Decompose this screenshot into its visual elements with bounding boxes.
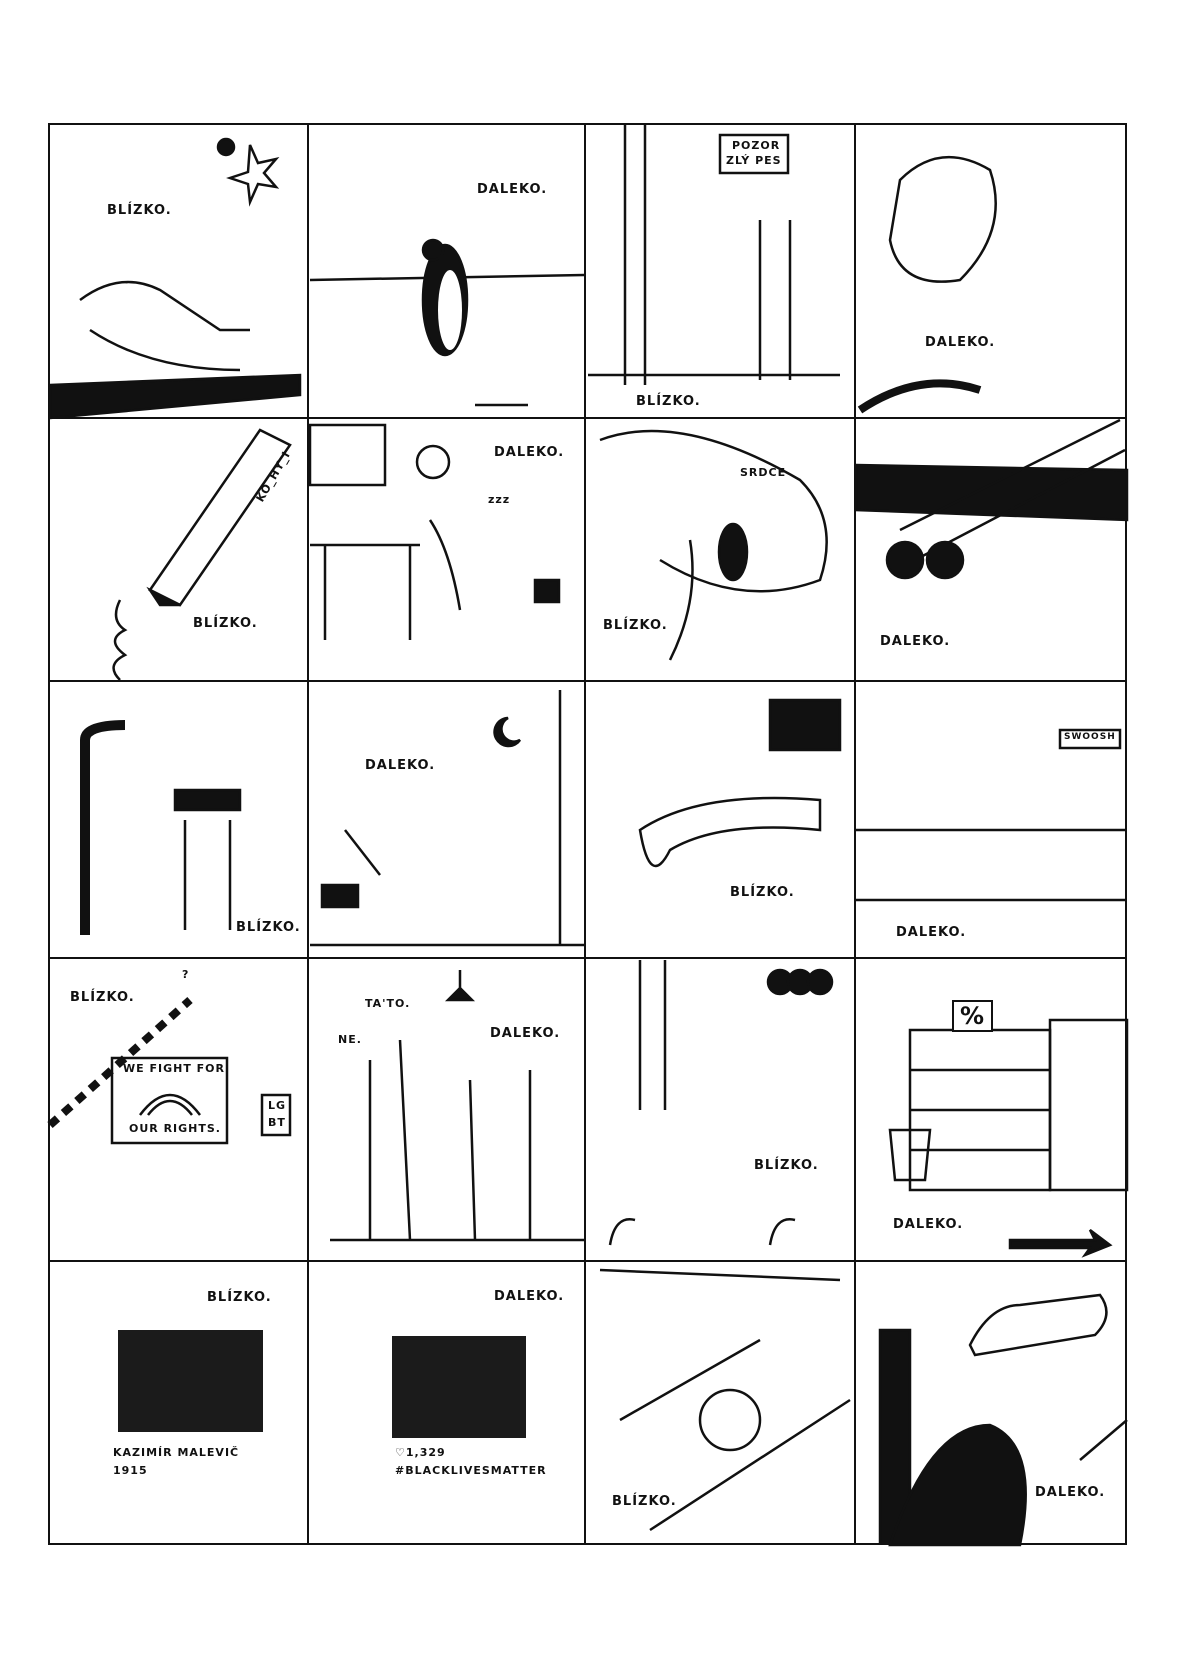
panel-divider [48, 1260, 1127, 1262]
sign-text: POZOR [732, 139, 781, 152]
star-icon [226, 144, 280, 207]
arrow-right-icon [1008, 1229, 1113, 1258]
panel-divider [584, 123, 586, 1545]
sun-icon [216, 137, 236, 157]
caption: DALEKO. [896, 925, 967, 940]
gun-barrel-left [885, 540, 925, 580]
swoosh-box [1058, 728, 1122, 750]
moon-icon [493, 716, 522, 748]
traffic-light-pole [80, 720, 126, 935]
caption: DALEKO. [365, 758, 436, 773]
steering-wheel [698, 1388, 762, 1452]
artist-name: KAZIMÍR MALEVIČ [113, 1446, 240, 1459]
beware-dog-sign [718, 133, 790, 175]
panel-divider [48, 957, 1127, 959]
ceiling-lamp [444, 970, 476, 1002]
caption: DALEKO. [494, 445, 565, 460]
discount-sign: % [952, 1000, 994, 1032]
caption: DALEKO. [490, 1026, 561, 1041]
gun-barrel-right [925, 540, 965, 580]
sign-text: BT [268, 1116, 286, 1129]
comic-page-frame [48, 123, 1127, 1545]
caption: BLÍZKO. [207, 1290, 272, 1305]
speech-text: TA'TO. [365, 997, 411, 1010]
question-mark: ? [182, 968, 190, 981]
sunbather-figure [79, 280, 250, 372]
caption: BLÍZKO. [730, 885, 795, 900]
tv-box [320, 883, 360, 909]
banner-text: OUR RIGHTS. [129, 1122, 221, 1135]
panel-divider [48, 417, 1127, 419]
caption: BLÍZKO. [107, 203, 172, 218]
caption: DALEKO. [1035, 1485, 1106, 1500]
panel-divider [854, 123, 856, 1545]
box-label: SWOOSH [1064, 732, 1116, 742]
caption: DALEKO. [925, 335, 996, 350]
lgbt-sign [260, 1093, 292, 1137]
sign-text: ZLÝ PES [726, 154, 782, 167]
caption: BLÍZKO. [193, 616, 258, 631]
caption: BLÍZKO. [754, 1158, 819, 1173]
banner-text: WE FIGHT FOR [123, 1062, 225, 1075]
plant-pot [533, 578, 561, 604]
caption: BLÍZKO. [612, 1494, 677, 1509]
black-square-painting [118, 1330, 263, 1432]
caption: DALEKO. [477, 182, 548, 197]
body-outline [638, 796, 822, 868]
wall-clock-icon [415, 444, 451, 480]
car [968, 1293, 1108, 1357]
caption: DALEKO. [494, 1289, 565, 1304]
black-square-post [392, 1336, 526, 1438]
caption: DALEKO. [893, 1217, 964, 1232]
caption: BLÍZKO. [636, 394, 701, 409]
artwork-year: 1915 [113, 1464, 148, 1477]
speech-text: NE. [338, 1033, 362, 1046]
police-arm [878, 1328, 912, 1545]
wastebasket [888, 1128, 932, 1182]
dog-head [888, 155, 997, 283]
hashtag: #BLACKLIVESMATTER [395, 1464, 547, 1477]
sign-text: LG [268, 1099, 287, 1112]
panel-divider [48, 680, 1127, 682]
caption: BLÍZKO. [70, 990, 135, 1005]
heart-shape [717, 522, 749, 582]
panel-divider [307, 123, 309, 1545]
heart-label: SRDCE [740, 466, 787, 479]
police-officer [888, 1423, 1027, 1547]
wall-map [308, 423, 387, 487]
caption: BLÍZKO. [236, 920, 301, 935]
pencil-figure [148, 428, 292, 607]
like-count: ♡1,329 [395, 1446, 446, 1459]
caption: BLÍZKO. [603, 618, 668, 633]
snore-text: zzz [488, 493, 511, 506]
caption: DALEKO. [880, 634, 951, 649]
deck-shape [48, 373, 302, 420]
